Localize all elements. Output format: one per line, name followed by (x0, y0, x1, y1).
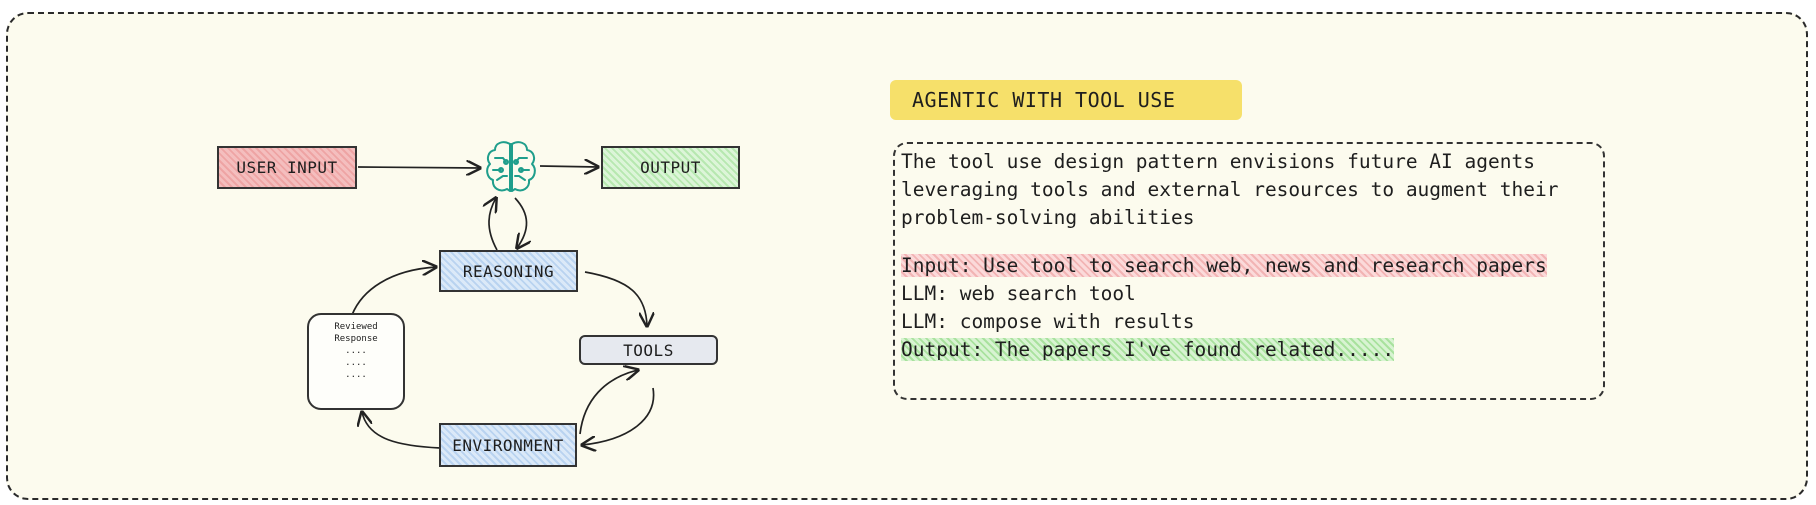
description-panel: The tool use design pattern envisions fu… (893, 142, 1605, 400)
environment-label: ENVIRONMENT (452, 435, 564, 455)
reviewed-response-dots: .... (345, 346, 367, 356)
description-line: The tool use design pattern envisions fu… (901, 150, 1535, 173)
panel-title-text: AGENTIC WITH TOOL USE (912, 88, 1176, 112)
panel-title: AGENTIC WITH TOOL USE (890, 80, 1242, 120)
description-line: problem-solving abilities (901, 206, 1195, 229)
environment-node: ENVIRONMENT (439, 423, 577, 467)
tools-label: TOOLS (623, 340, 674, 360)
user-input-node: USER INPUT (217, 146, 357, 189)
reviewed-response-dots: .... (345, 370, 367, 380)
output-node: OUTPUT (601, 146, 740, 189)
reviewed-response-node: Reviewed Response .... .... .... (307, 313, 405, 410)
reviewed-response-dots: .... (345, 358, 367, 368)
arrow-reasoning-to-tools (584, 271, 647, 326)
step-llm-compose: LLM: compose with results (901, 310, 1195, 333)
step-llm-tool: LLM: web search tool (901, 282, 1136, 305)
reasoning-label: REASONING (462, 261, 555, 281)
arrow-review-to-reasoning (351, 267, 436, 316)
user-input-label: USER INPUT (236, 158, 338, 177)
reasoning-node: REASONING (439, 250, 578, 292)
arrow-environment-to-tools (579, 370, 638, 435)
output-label: OUTPUT (640, 158, 701, 177)
arrow-environment-to-review (362, 412, 441, 449)
arrow-tools-to-environment (582, 387, 655, 445)
step-output: Output: The papers I've found related...… (901, 338, 1395, 361)
step-input: Input: Use tool to search web, news and … (901, 254, 1547, 277)
arrow-input-to-brain (357, 167, 480, 168)
arrow-brain-to-output (539, 166, 598, 167)
reviewed-response-line2: Response (334, 334, 378, 344)
arrow-brain-to-reasoning (514, 197, 527, 248)
brain-circuit-icon (483, 138, 539, 196)
reviewed-response-line1: Reviewed (334, 322, 378, 332)
tools-node: TOOLS (579, 335, 718, 365)
description-line: leveraging tools and external resources … (901, 178, 1559, 201)
arrow-reasoning-to-brain (489, 198, 497, 251)
